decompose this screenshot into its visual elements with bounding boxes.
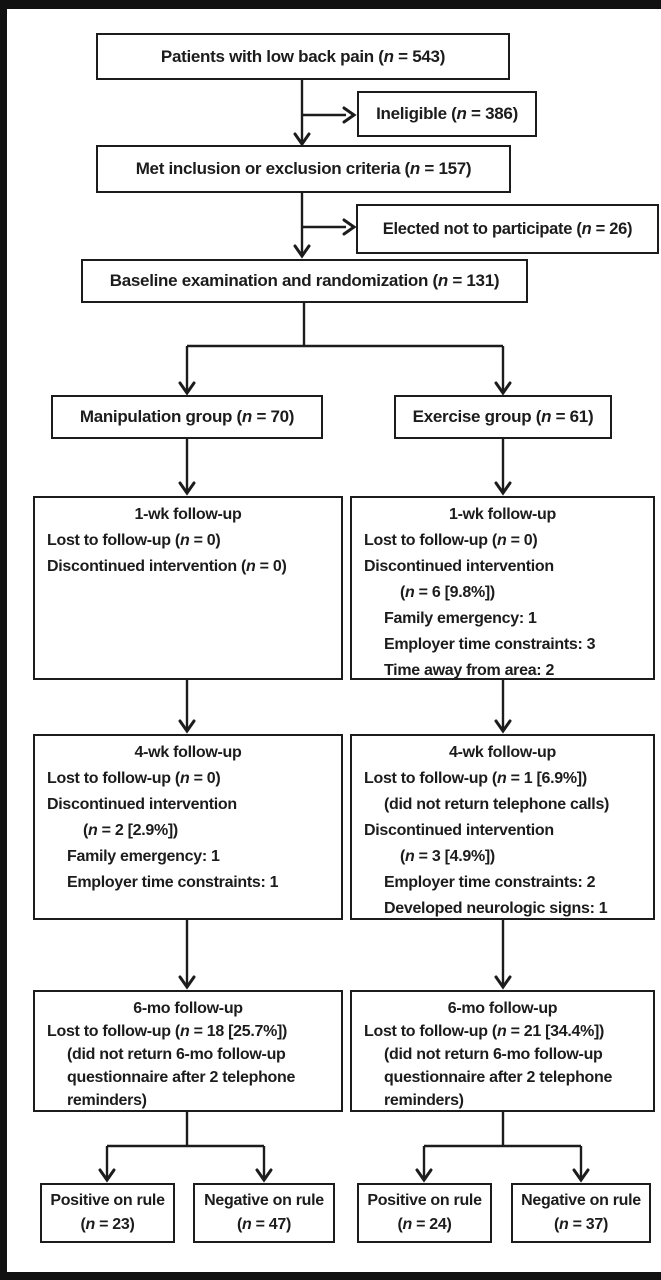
arrow-down [178, 481, 196, 496]
box-exercise-label: Exercise group (n = 61) [412, 407, 594, 426]
frame-left-rule [0, 0, 7, 1280]
followup-line: questionnaire after 2 telephone [384, 1069, 613, 1086]
arrow-down [572, 1168, 590, 1183]
box-exercise-positive-on-rule: Positive on rule (n = 24) [357, 1183, 492, 1243]
followup-title: 6-mo follow-up [133, 1000, 243, 1017]
box-manipulation-negative-on-rule: Negative on rule (n = 47) [193, 1183, 335, 1243]
outcome-label: Positive on rule [367, 1192, 482, 1209]
box-manipulation-1wk-followup: 1-wk follow-up Lost to follow-up (n = 0)… [33, 496, 343, 680]
followup-line: Discontinued intervention [47, 796, 237, 813]
arrow-down [293, 132, 311, 147]
box-exercise-4wk-followup: 4-wk follow-up Lost to follow-up (n = 1 … [350, 734, 655, 920]
followup-line: Developed neurologic signs: 1 [384, 900, 608, 917]
followup-line: (did not return 6-mo follow-up [67, 1046, 286, 1063]
frame-top-rule [0, 0, 661, 9]
box-manipulation-6mo-followup: 6-mo follow-up Lost to follow-up (n = 18… [33, 990, 343, 1112]
followup-line: Discontinued intervention (n = 0) [47, 558, 287, 575]
followup-line: Lost to follow-up (n = 0) [47, 532, 221, 549]
box-exercise-group: Exercise group (n = 61) [394, 395, 612, 439]
arrow-down [494, 719, 512, 734]
box-elected-not-to-participate: Elected not to participate (n = 26) [356, 204, 659, 254]
box-manipulation-label: Manipulation group (n = 70) [79, 407, 295, 426]
followup-line: Discontinued intervention [364, 822, 554, 839]
box-manipulation-4wk-followup: 4-wk follow-up Lost to follow-up (n = 0)… [33, 734, 343, 920]
arrow-right [342, 106, 357, 124]
box-patients-label: Patients with low back pain (n = 543) [160, 46, 446, 66]
followup-line: reminders) [384, 1092, 464, 1109]
arrow-down [293, 244, 311, 259]
box-baseline-randomization: Baseline examination and randomization (… [81, 259, 528, 303]
followup-line: Lost to follow-up (n = 1 [6.9%]) [364, 770, 587, 787]
box-manipulation-group: Manipulation group (n = 70) [51, 395, 323, 439]
box-exercise-6mo-followup: 6-mo follow-up Lost to follow-up (n = 21… [350, 990, 655, 1112]
followup-title: 1-wk follow-up [449, 506, 556, 523]
box-patients: Patients with low back pain (n = 543) [96, 33, 510, 80]
arrow-down [255, 1168, 273, 1183]
arrow-down [494, 481, 512, 496]
followup-line: Employer time constraints: 3 [384, 636, 596, 653]
box-ineligible-label: Ineligible (n = 386) [376, 104, 518, 123]
outcome-count: (n = 37) [553, 1216, 609, 1233]
followup-title: 6-mo follow-up [447, 1000, 558, 1017]
box-exercise-1wk-followup: 1-wk follow-up Lost to follow-up (n = 0)… [350, 496, 655, 680]
arrow-down [98, 1168, 116, 1183]
box-ineligible: Ineligible (n = 386) [357, 91, 537, 137]
followup-line: Lost to follow-up (n = 0) [47, 770, 221, 787]
followup-line: (n = 3 [4.9%]) [400, 848, 495, 865]
followup-line: Lost to follow-up (n = 0) [364, 532, 538, 549]
followup-title: 4-wk follow-up [449, 744, 556, 761]
outcome-count: (n = 24) [397, 1216, 452, 1233]
followup-line: Lost to follow-up (n = 21 [34.4%]) [364, 1023, 605, 1040]
followup-title: 4-wk follow-up [134, 744, 242, 761]
followup-line: (did not return 6-mo follow-up [384, 1046, 603, 1063]
box-manipulation-positive-on-rule: Positive on rule (n = 23) [40, 1183, 175, 1243]
box-criteria: Met inclusion or exclusion criteria (n =… [96, 145, 511, 193]
followup-line: (n = 6 [9.8%]) [400, 584, 495, 601]
followup-line: Employer time constraints: 1 [67, 874, 279, 891]
arrow-down [415, 1168, 433, 1183]
followup-line: questionnaire after 2 telephone [67, 1069, 296, 1086]
arrow-down [178, 719, 196, 734]
outcome-label: Negative on rule [204, 1192, 324, 1209]
arrow-right [342, 218, 357, 236]
box-criteria-label: Met inclusion or exclusion criteria (n =… [135, 159, 472, 178]
followup-line: Family emergency: 1 [384, 610, 537, 627]
followup-line: (did not return telephone calls) [384, 796, 610, 813]
arrow-down [178, 975, 196, 990]
followup-line: Time away from area: 2 [384, 662, 555, 679]
followup-line: Family emergency: 1 [67, 848, 220, 865]
frame-bottom-rule [0, 1272, 661, 1280]
followup-line: reminders) [67, 1092, 147, 1109]
arrow-down [494, 975, 512, 990]
outcome-label: Positive on rule [50, 1192, 165, 1209]
outcome-count: (n = 23) [80, 1216, 135, 1233]
outcome-label: Negative on rule [521, 1192, 641, 1209]
followup-line: Employer time constraints: 2 [384, 874, 596, 891]
followup-title: 1-wk follow-up [134, 506, 242, 523]
box-elected-label: Elected not to participate (n = 26) [382, 219, 633, 238]
arrow-down [178, 381, 196, 396]
followup-line: (n = 2 [2.9%]) [83, 822, 178, 839]
followup-line: Lost to follow-up (n = 18 [25.7%]) [47, 1023, 288, 1040]
box-exercise-negative-on-rule: Negative on rule (n = 37) [511, 1183, 651, 1243]
outcome-count: (n = 47) [236, 1216, 292, 1233]
box-baseline-label: Baseline examination and randomization (… [109, 271, 500, 290]
arrow-down [494, 381, 512, 396]
followup-line: Discontinued intervention [364, 558, 554, 575]
